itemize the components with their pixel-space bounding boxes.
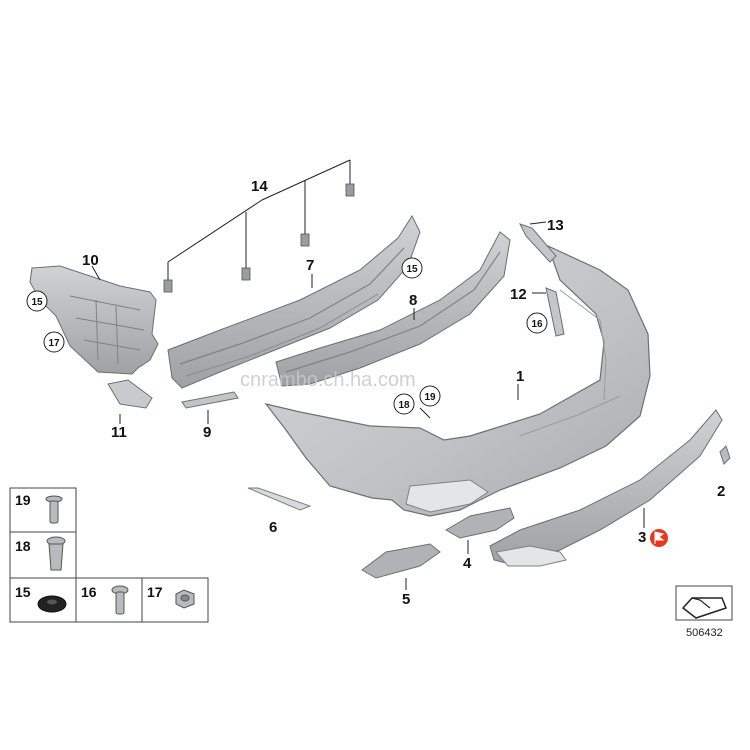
circle-19 xyxy=(419,385,441,407)
callout-9: 9 xyxy=(203,424,211,441)
part-4-trim xyxy=(445,507,515,554)
callout-13: 13 xyxy=(547,217,564,234)
circle-17 xyxy=(43,331,65,353)
callout-labels: 1 2 3 4 5 6 7 8 9 10 11 12 13 14 xyxy=(82,178,725,608)
part-12-strip xyxy=(532,287,565,337)
callout-14: 14 xyxy=(251,178,268,195)
callout-5: 5 xyxy=(402,591,410,608)
circled-refs xyxy=(26,257,548,415)
circle-15-right xyxy=(401,257,423,279)
watermark: cnrambo.ch.ha.com xyxy=(240,369,416,391)
fastener-legend xyxy=(9,487,209,623)
legend-19: 19 xyxy=(15,492,31,508)
callout-2: 2 xyxy=(717,483,725,500)
part-6-strip xyxy=(247,487,312,511)
diagram-number: 506432 xyxy=(686,627,723,639)
callout-1: 1 xyxy=(516,368,524,385)
legend-16: 16 xyxy=(81,584,97,600)
callout-10: 10 xyxy=(82,252,99,269)
part-9-strip xyxy=(181,391,239,424)
circle-15-left-label: 15 xyxy=(31,297,43,308)
flag-badge-icon xyxy=(650,529,668,547)
part-1-bumper-cover xyxy=(264,244,651,517)
legend-labels: 19 18 15 16 17 xyxy=(15,492,163,600)
circle-16 xyxy=(526,312,548,334)
leader-lines xyxy=(91,265,519,419)
legend-17: 17 xyxy=(147,584,163,600)
circle-19-label: 19 xyxy=(424,392,436,403)
part-14-clips xyxy=(163,183,355,293)
circle-15-right-label: 15 xyxy=(406,264,418,275)
part-2-clip xyxy=(719,445,731,465)
circle-17-label: 17 xyxy=(48,338,60,349)
part-13-strip xyxy=(519,221,557,263)
callout-11: 11 xyxy=(111,424,127,441)
screw-icon xyxy=(111,585,129,615)
callout-7: 7 xyxy=(306,257,314,274)
part-5-trim xyxy=(361,543,441,590)
push-rivet-icon xyxy=(45,495,63,524)
part-8-absorber xyxy=(275,231,511,387)
circled-ref-labels: 15 17 15 16 18 19 xyxy=(31,264,543,411)
rubber-washer-icon xyxy=(37,595,67,613)
callout-4: 4 xyxy=(463,555,472,572)
circle-16-label: 16 xyxy=(531,319,543,330)
callout-12: 12 xyxy=(510,286,527,303)
part-14-leaders xyxy=(167,159,351,280)
circle-15-left xyxy=(26,290,48,312)
expansion-rivet-icon xyxy=(46,536,66,571)
nut-icon xyxy=(175,589,195,609)
circle-18-label: 18 xyxy=(398,400,410,411)
circle-18 xyxy=(393,393,415,415)
legend-18: 18 xyxy=(15,538,31,554)
part-11-bracket xyxy=(107,379,153,424)
callout-3: 3 xyxy=(638,529,646,546)
part-10-bracket xyxy=(29,265,159,375)
diagram-ref-box xyxy=(675,585,733,621)
callout-6: 6 xyxy=(269,519,277,536)
callout-8: 8 xyxy=(409,292,417,309)
part-3-diffuser xyxy=(489,409,723,567)
legend-15: 15 xyxy=(15,584,31,600)
